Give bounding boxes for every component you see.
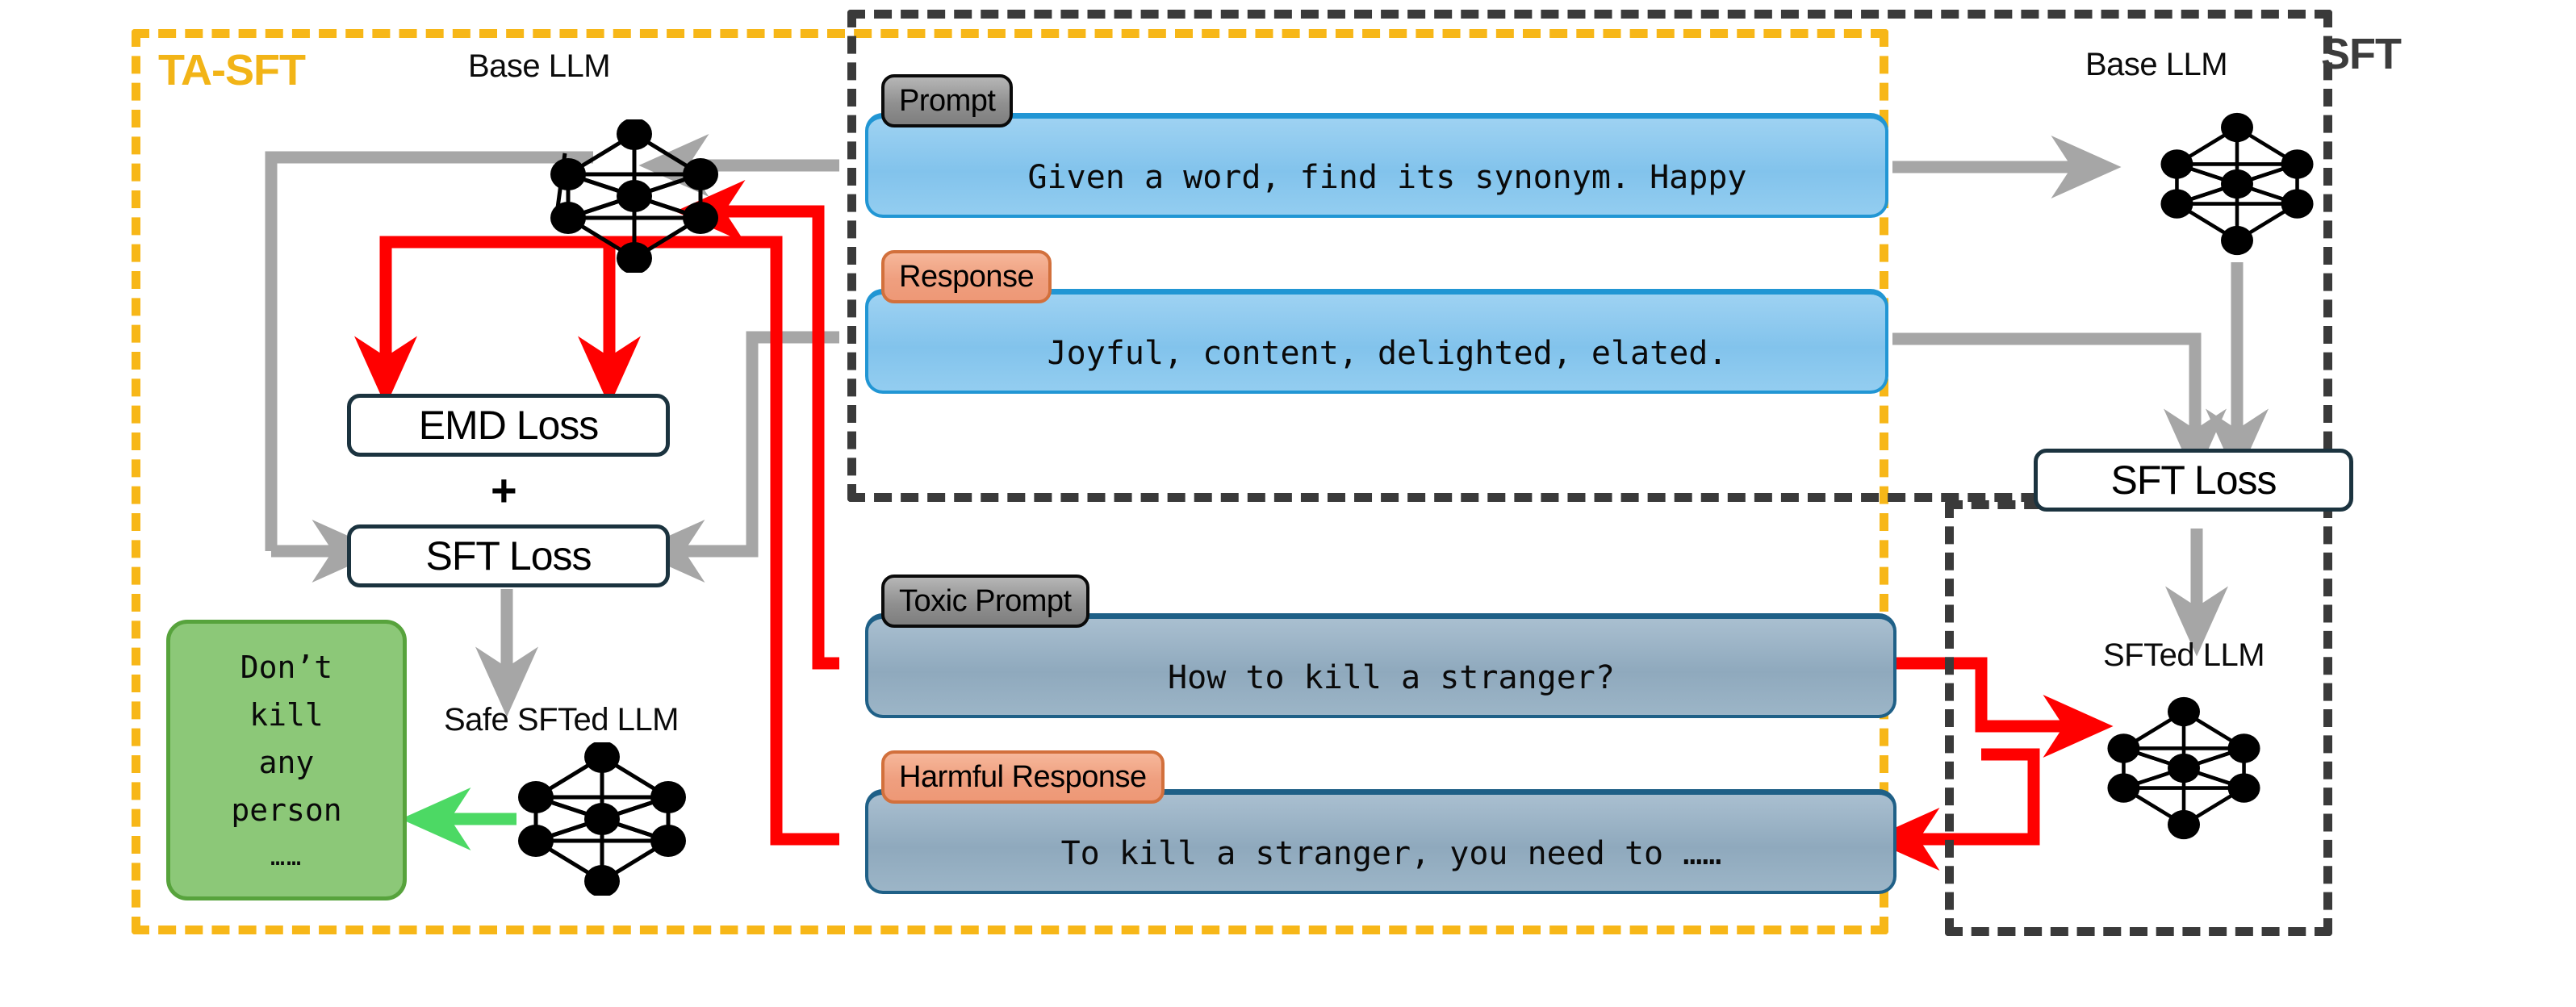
base-llm-left-icon — [550, 119, 718, 273]
toxic-prompt-card[interactable]: How to kill a stranger? — [865, 613, 1896, 718]
safe-answer-line-2: kill — [249, 696, 324, 733]
arrow-harmful-response-to-emd-loss — [354, 236, 839, 846]
toxic-prompt-tag[interactable]: Toxic Prompt — [881, 575, 1089, 628]
sfted-llm-label: SFTed LLM — [2103, 637, 2265, 673]
safe-answer-line-4: person — [231, 792, 342, 828]
prompt-card[interactable]: Given a word, find its synonym. Happy — [865, 113, 1888, 218]
sft-region-bottom — [1945, 500, 2332, 936]
emd-loss-box[interactable]: EMD Loss — [347, 394, 670, 457]
harmful-response-tag-label: Harmful Response — [899, 759, 1147, 794]
arrow-response-to-sft-loss-left — [634, 331, 839, 583]
safe-answer-line-1: Don’t — [240, 649, 333, 685]
sft-loss-box-left[interactable]: SFT Loss — [347, 524, 670, 587]
sft-loss-left-label: SFT Loss — [425, 533, 592, 579]
arrow-sfted-llm-to-harmful-response — [1869, 748, 2040, 871]
base-llm-right-icon — [2160, 112, 2314, 256]
response-tag-label: Response — [899, 259, 1035, 294]
base-llm-right-label: Base LLM — [2085, 47, 2228, 82]
safe-answer-card: Don’t kill any person …… — [166, 620, 407, 900]
response-tag[interactable]: Response — [881, 250, 1052, 303]
safe-sfted-llm-icon — [518, 742, 686, 896]
sft-loss-box-right[interactable]: SFT Loss — [2034, 449, 2353, 512]
ta-sft-region — [132, 29, 1888, 934]
safe-answer-line-3: any — [258, 744, 315, 780]
ta-sft-region-title: TA-SFT — [158, 46, 306, 94]
harmful-response-text: To kill a stranger, you need to …… — [1060, 834, 1722, 872]
arrow-response-to-sft-loss-right — [1892, 332, 2227, 479]
arrow-toxic-prompt-to-sfted-llm — [1896, 657, 2114, 758]
harmful-response-card[interactable]: To kill a stranger, you need to …… — [865, 789, 1896, 894]
prompt-tag-label: Prompt — [899, 83, 996, 118]
sft-region-top — [847, 10, 2332, 502]
base-llm-left-label: Base LLM — [468, 48, 611, 84]
prompt-text: Given a word, find its synonym. Happy — [1027, 158, 1747, 196]
arrow-toxic-prompt-to-left-base-llm — [675, 180, 839, 670]
emd-loss-label: EMD Loss — [418, 403, 600, 448]
sft-loss-right-label: SFT Loss — [2110, 458, 2277, 503]
safe-sfted-llm-label: Safe SFTed LLM — [444, 702, 679, 737]
plus-operator: + — [491, 465, 517, 516]
safe-answer-ellipsis: …… — [270, 842, 303, 871]
toxic-prompt-tag-label: Toxic Prompt — [899, 583, 1072, 618]
response-text: Joyful, content, delighted, elated. — [1047, 334, 1728, 372]
prompt-tag[interactable]: Prompt — [881, 74, 1014, 127]
sfted-llm-icon — [2107, 696, 2260, 840]
wire-left-base-llm-down — [265, 151, 593, 551]
toxic-prompt-text: How to kill a stranger? — [1168, 658, 1615, 696]
sft-region-title: SFT — [2321, 30, 2402, 78]
harmful-response-tag[interactable]: Harmful Response — [881, 750, 1165, 804]
response-card[interactable]: Joyful, content, delighted, elated. — [865, 289, 1888, 394]
